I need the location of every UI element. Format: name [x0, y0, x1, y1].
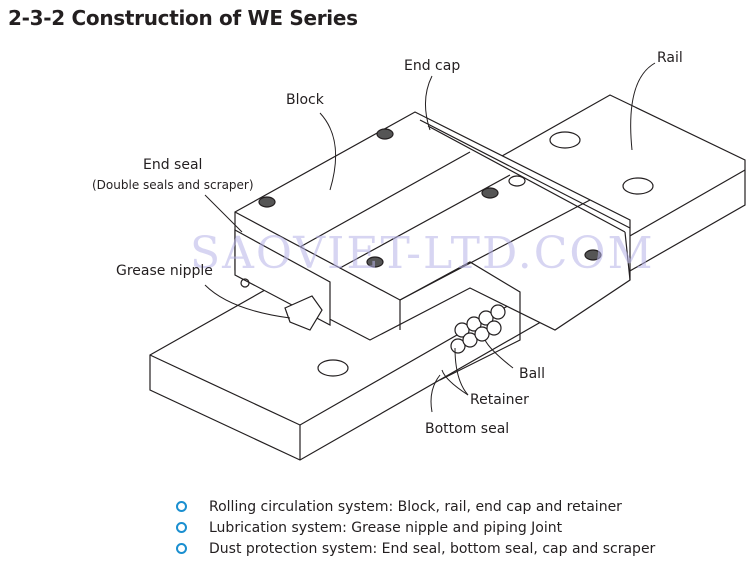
list-item: Dust protection system: End seal, bottom…	[176, 538, 655, 559]
label-end-seal-note: (Double seals and scraper)	[92, 178, 254, 192]
bullet-icon	[176, 501, 187, 512]
label-end-cap: End cap	[404, 58, 461, 74]
watermark: SAOVIET-LTD.COM	[190, 228, 655, 279]
label-grease-nipple: Grease nipple	[116, 263, 213, 279]
bullet-icon	[176, 522, 187, 533]
block	[234, 111, 631, 381]
label-block: Block	[286, 92, 324, 108]
list-item: Rolling circulation system: Block, rail,…	[176, 496, 655, 517]
label-rail: Rail	[657, 50, 683, 66]
leader-lines	[204, 62, 656, 413]
label-end-seal: End seal	[143, 157, 203, 173]
label-retainer: Retainer	[470, 392, 529, 408]
label-ball: Ball	[519, 366, 545, 382]
label-bottom-seal: Bottom seal	[425, 421, 510, 437]
page-title: 2-3-2 Construction of WE Series	[8, 6, 358, 30]
list-item: Lubrication system: Grease nipple and pi…	[176, 517, 655, 538]
systems-list: Rolling circulation system: Block, rail,…	[176, 496, 655, 559]
bullet-icon	[176, 543, 187, 554]
